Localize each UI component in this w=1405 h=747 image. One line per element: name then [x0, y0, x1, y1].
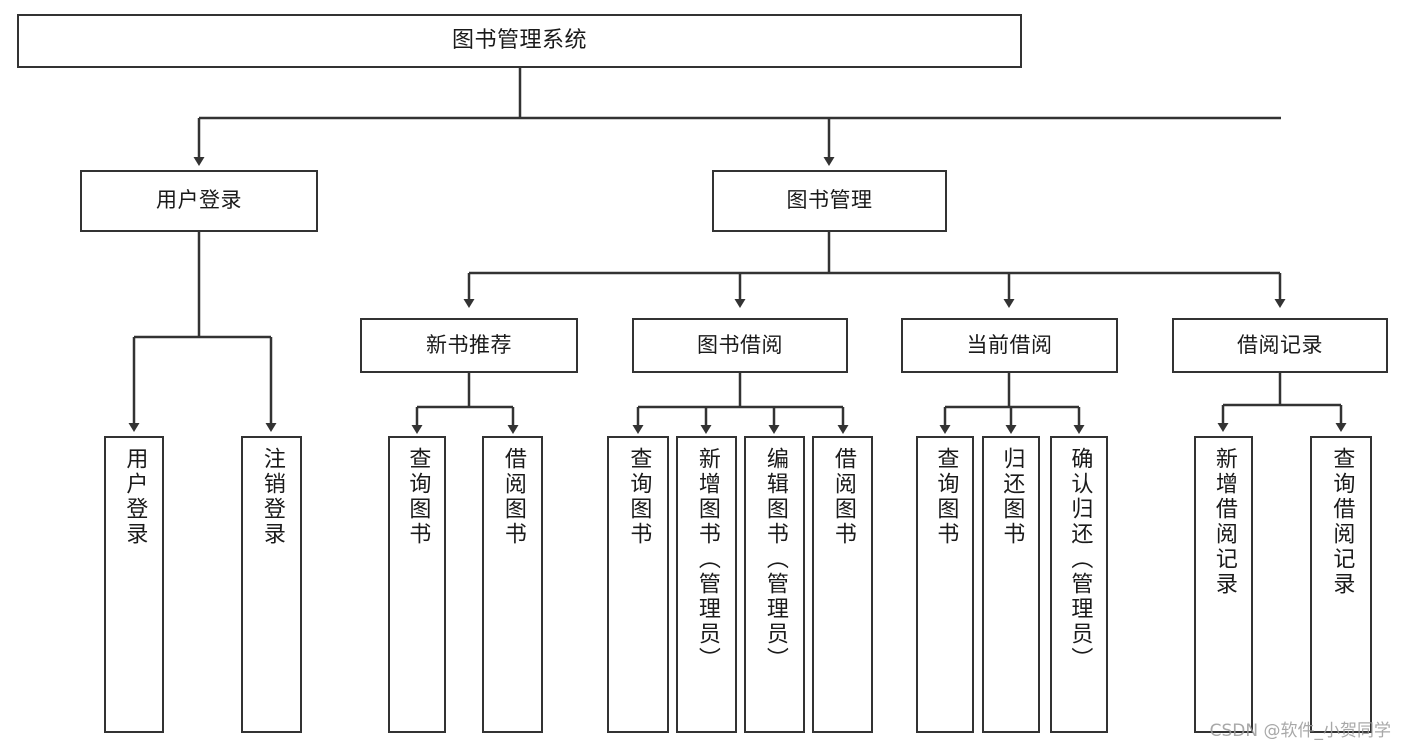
node-borrow-record[interactable]: 借阅记录 [1172, 318, 1388, 373]
node-current-borrow[interactable]: 当前借阅 [901, 318, 1118, 373]
leaf-borrow-add-book-admin[interactable]: 新增图书（管理员） [676, 436, 737, 733]
node-label: 借阅图书 [500, 447, 526, 547]
node-label: 图书借阅 [697, 332, 783, 357]
leaf-borrow-borrow-book[interactable]: 借阅图书 [812, 436, 873, 733]
leaf-current-query-book[interactable]: 查询图书 [916, 436, 974, 733]
node-book-management[interactable]: 图书管理 [712, 170, 947, 232]
node-label: 确认归还（管理员） [1067, 447, 1093, 672]
node-book-borrow[interactable]: 图书借阅 [632, 318, 848, 373]
node-label: 归还图书 [999, 447, 1025, 547]
node-label: 图书管理系统 [451, 27, 587, 53]
node-label: 当前借阅 [966, 332, 1053, 357]
watermark-text: CSDN @软件_小贺同学 [1209, 721, 1391, 741]
leaf-user-login-signin[interactable]: 用户登录 [104, 436, 164, 733]
node-label: 借阅记录 [1237, 332, 1323, 357]
leaf-current-return-book[interactable]: 归还图书 [982, 436, 1040, 733]
leaf-recommend-borrow-book[interactable]: 借阅图书 [482, 436, 543, 733]
leaf-record-query-record[interactable]: 查询借阅记录 [1310, 436, 1372, 733]
node-label: 新书推荐 [426, 332, 512, 357]
node-label: 查询借阅记录 [1329, 447, 1355, 597]
node-user-login[interactable]: 用户登录 [80, 170, 318, 232]
node-label: 查询图书 [626, 447, 652, 547]
node-label: 用户登录 [122, 447, 148, 547]
node-label: 查询图书 [933, 447, 959, 547]
leaf-recommend-query-book[interactable]: 查询图书 [388, 436, 446, 733]
node-root-system[interactable]: 图书管理系统 [17, 14, 1022, 68]
node-label: 新增图书（管理员） [694, 447, 720, 672]
node-label: 借阅图书 [830, 447, 856, 547]
node-label: 编辑图书（管理员） [762, 447, 788, 672]
node-label: 用户登录 [156, 188, 242, 213]
leaf-user-login-signout[interactable]: 注销登录 [241, 436, 302, 733]
node-new-book-recommend[interactable]: 新书推荐 [360, 318, 578, 373]
node-label: 新增借阅记录 [1211, 447, 1237, 597]
leaf-borrow-edit-book-admin[interactable]: 编辑图书（管理员） [744, 436, 805, 733]
node-label: 图书管理 [786, 188, 873, 213]
node-label: 查询图书 [405, 447, 431, 547]
leaf-current-confirm-return-admin[interactable]: 确认归还（管理员） [1050, 436, 1108, 733]
node-label: 注销登录 [259, 447, 285, 547]
leaf-borrow-query-book[interactable]: 查询图书 [607, 436, 669, 733]
leaf-record-add-record[interactable]: 新增借阅记录 [1194, 436, 1253, 733]
